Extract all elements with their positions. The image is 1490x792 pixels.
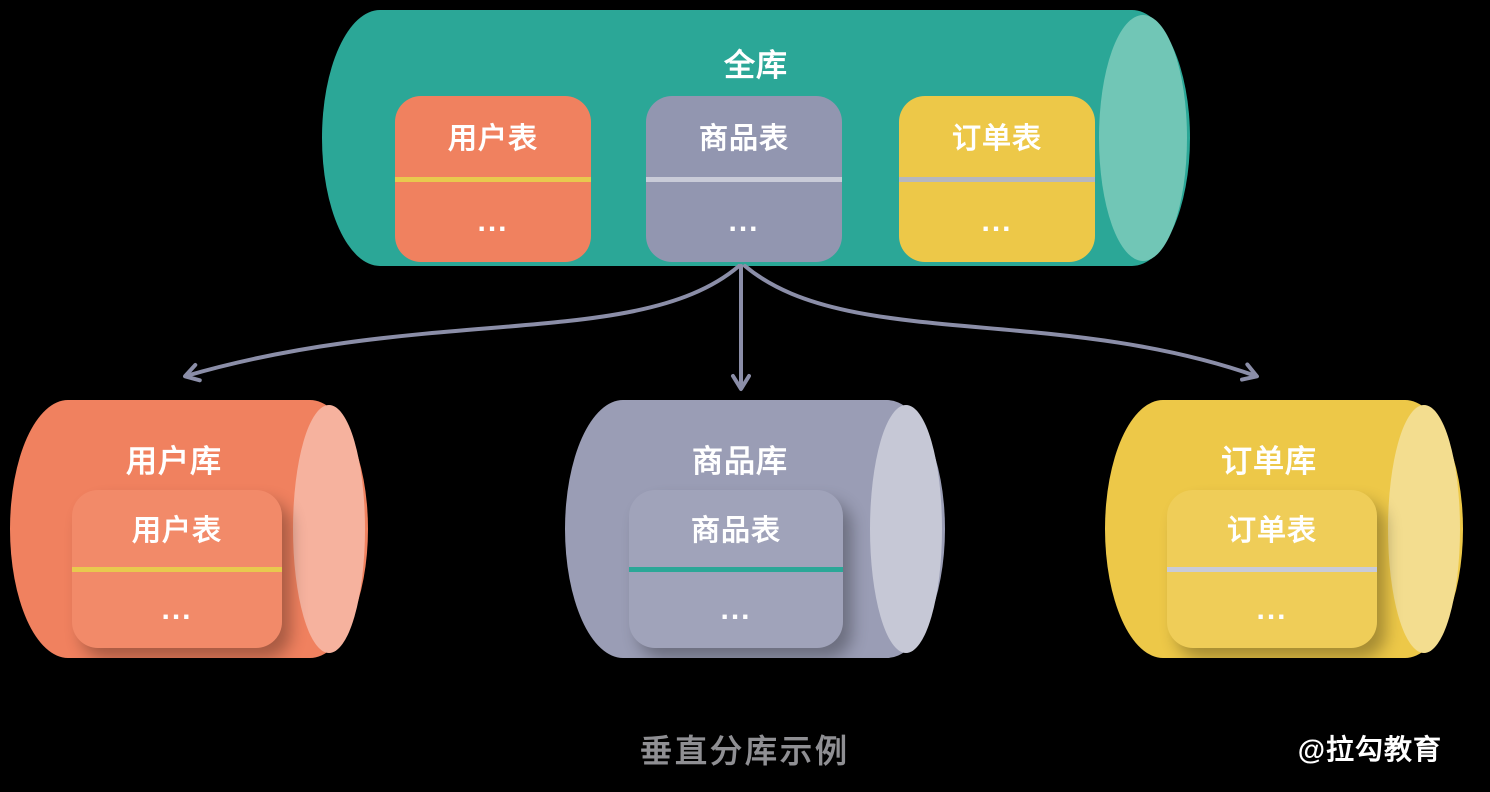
table-rows: ...	[981, 204, 1013, 238]
table-name: 用户表	[447, 123, 538, 156]
table-separator	[629, 566, 843, 572]
table-card-order: 订单表 ...	[899, 96, 1095, 262]
table-name: 订单表	[1226, 515, 1317, 548]
table-name: 商品表	[690, 515, 781, 548]
table-separator	[395, 176, 591, 182]
table-card-product: 商品表 ...	[646, 96, 842, 262]
full-db-label: 全库	[724, 48, 788, 83]
table-rows: ...	[477, 204, 509, 238]
arrow-to-order-db	[743, 264, 1259, 382]
cylinder-cap	[870, 405, 942, 653]
product-db-cylinder: 商品库 商品表 ...	[565, 400, 945, 658]
order-db-label: 订单库	[1221, 444, 1317, 479]
product-db-label: 商品库	[692, 444, 788, 479]
table-card-user: 用户表 ...	[72, 490, 282, 648]
brand-watermark: @拉勾教育	[1297, 734, 1442, 765]
cylinder-cap	[293, 405, 365, 653]
cylinder-cap	[1388, 405, 1460, 653]
table-separator	[72, 566, 282, 572]
full-db-cylinder: 全库 用户表 ... 商品表 ... 订单表 ...	[322, 10, 1190, 266]
user-db-label: 用户库	[126, 444, 222, 479]
diagram-caption: 垂直分库示例	[639, 733, 850, 769]
arrow-to-user-db	[183, 264, 741, 383]
table-separator	[1167, 566, 1377, 572]
table-name: 用户表	[131, 515, 222, 548]
table-card-user: 用户表 ...	[395, 96, 591, 262]
table-rows: ...	[161, 592, 193, 626]
table-name: 订单表	[951, 123, 1042, 156]
table-rows: ...	[1256, 592, 1288, 626]
table-card-order: 订单表 ...	[1167, 490, 1377, 648]
cylinder-cap	[1099, 15, 1187, 261]
table-separator	[899, 176, 1095, 182]
user-db-cylinder: 用户库 用户表 ...	[10, 400, 368, 658]
table-name: 商品表	[698, 123, 789, 156]
table-card-product: 商品表 ...	[629, 490, 843, 648]
table-separator	[646, 176, 842, 182]
table-rows: ...	[728, 204, 760, 238]
table-rows: ...	[720, 592, 752, 626]
order-db-cylinder: 订单库 订单表 ...	[1105, 400, 1463, 658]
